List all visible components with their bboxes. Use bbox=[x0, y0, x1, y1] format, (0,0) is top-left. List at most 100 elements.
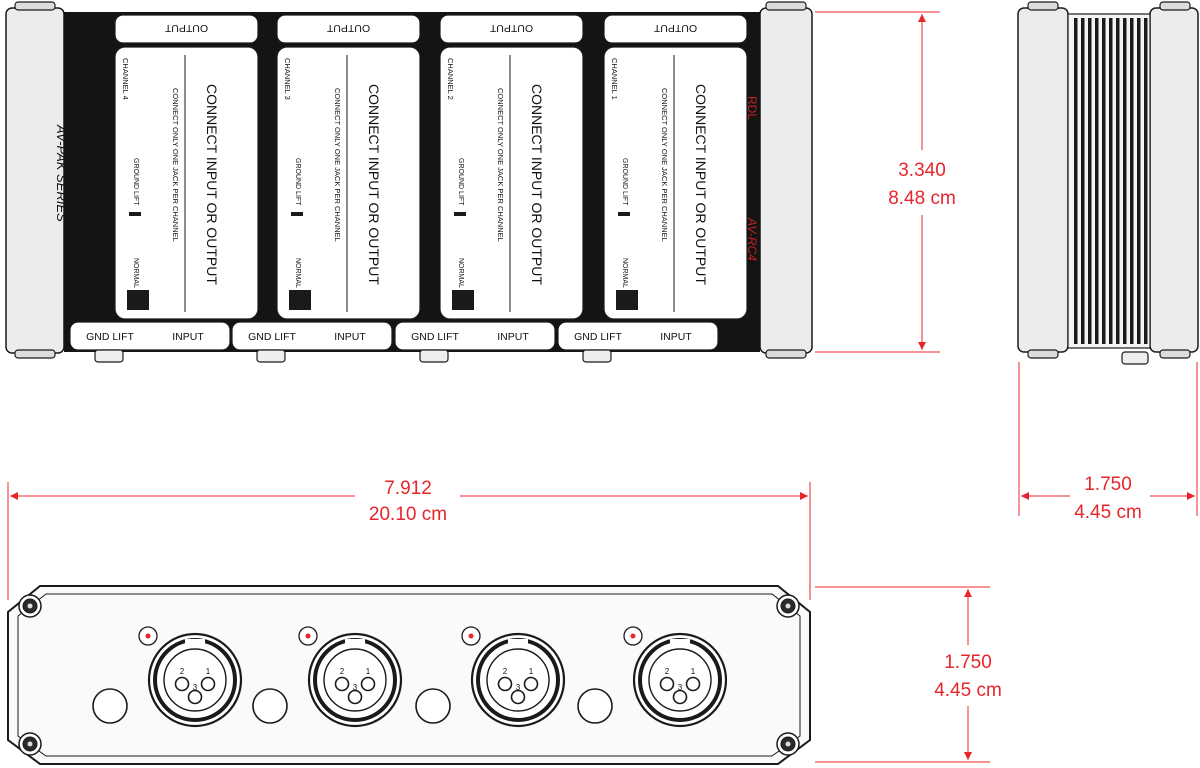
side-width-inches: 1.750 bbox=[1084, 474, 1132, 495]
pin-label: 3 bbox=[678, 683, 683, 692]
pin-label: 2 bbox=[180, 667, 185, 676]
left-rail-cap-bottom bbox=[14, 349, 56, 359]
height-inches: 3.340 bbox=[898, 160, 946, 181]
fin bbox=[1116, 18, 1120, 344]
bottom-foot bbox=[94, 349, 124, 363]
xlr-key-notch bbox=[185, 639, 205, 647]
screw-icon bbox=[776, 594, 800, 618]
xlr-pin bbox=[497, 676, 513, 692]
channel-name: CHANNEL 1 bbox=[610, 58, 619, 100]
bottom-foot bbox=[256, 349, 286, 363]
pin-label: 1 bbox=[529, 667, 534, 676]
side-cap-bl bbox=[1027, 349, 1059, 359]
bottom-tab bbox=[231, 321, 393, 351]
screw-icon bbox=[18, 594, 42, 618]
jack-note: CONNECT ONLY ONE JACK PER CHANNEL bbox=[171, 88, 180, 242]
side-view bbox=[1017, 1, 1199, 365]
ground-lift-label: GROUND LIFT bbox=[132, 158, 139, 206]
xlr-connector: 123 bbox=[415, 626, 566, 728]
channel-label-card bbox=[276, 46, 421, 320]
product-description: PROFESSIONAL LINE-LEVEL AUDIO DIVIDER / … bbox=[81, 55, 90, 276]
jack-note: CONNECT ONLY ONE JACK PER CHANNEL bbox=[333, 88, 342, 242]
input-label: INPUT bbox=[334, 331, 366, 343]
bottom-tab bbox=[394, 321, 556, 351]
connect-label: CONNECT INPUT OR OUTPUT bbox=[366, 84, 382, 285]
fin bbox=[1095, 18, 1099, 344]
heatsink-fins bbox=[1074, 18, 1148, 344]
side-cap-tr bbox=[1159, 1, 1191, 11]
normal-label: NORMAL bbox=[294, 258, 301, 288]
right-end-rail bbox=[759, 7, 813, 354]
dimension-length: 7.912 20.10 cm bbox=[7, 478, 811, 600]
channel-name: CHANNEL 2 bbox=[446, 58, 455, 100]
dimension-height: 3.340 8.48 cm bbox=[815, 11, 956, 353]
connect-label: CONNECT INPUT OR OUTPUT bbox=[529, 84, 545, 285]
output-label: OUTPUT bbox=[653, 22, 697, 34]
pin-label: 2 bbox=[340, 667, 345, 676]
screw-icon bbox=[18, 732, 42, 756]
bottom-tab bbox=[69, 321, 231, 351]
fin bbox=[1074, 18, 1078, 344]
channel-cards: OUTPUT CHANNEL 4 GROUND LIFT NORMAL CONNECT … bbox=[114, 14, 748, 320]
fin bbox=[1130, 18, 1134, 344]
switch-block bbox=[127, 290, 149, 310]
fin bbox=[1081, 18, 1085, 344]
pin-label: 3 bbox=[516, 683, 521, 692]
xlr-connector: 123 bbox=[577, 626, 728, 728]
fin bbox=[1137, 18, 1141, 344]
output-tab bbox=[276, 14, 421, 44]
fin bbox=[1088, 18, 1092, 344]
normal-label: NORMAL bbox=[457, 258, 464, 288]
brand-label: RDL bbox=[745, 96, 759, 120]
switch-marker bbox=[129, 212, 141, 216]
ground-lift-button bbox=[415, 688, 451, 724]
xlr-pin bbox=[187, 689, 203, 705]
ground-lift-button bbox=[92, 688, 128, 724]
normal-label: NORMAL bbox=[621, 258, 628, 288]
side-cap-tl bbox=[1027, 1, 1059, 11]
channel-name: CHANNEL 4 bbox=[121, 58, 130, 100]
output-label: OUTPUT bbox=[489, 22, 533, 34]
dimension-front-height: 1.750 4.45 cm bbox=[815, 586, 1002, 763]
pin-label: 3 bbox=[193, 683, 198, 692]
front-height-inches: 1.750 bbox=[944, 652, 992, 673]
front-height-cm: 4.45 cm bbox=[934, 680, 1002, 701]
output-tab bbox=[439, 14, 584, 44]
gnd-lift-label: GND LIFT bbox=[86, 331, 134, 343]
ground-lift-button bbox=[577, 688, 613, 724]
bottom-tab bbox=[557, 321, 719, 351]
side-right-rail bbox=[1149, 7, 1199, 353]
input-label: INPUT bbox=[660, 331, 692, 343]
dimension-side-width: 1.750 4.45 cm bbox=[1018, 362, 1198, 523]
xlr-key-notch bbox=[508, 639, 528, 647]
xlr-key-notch bbox=[345, 639, 365, 647]
normal-label: NORMAL bbox=[132, 258, 139, 288]
side-left-rail bbox=[1017, 7, 1069, 353]
fin bbox=[1144, 18, 1148, 344]
gnd-lift-label: GND LIFT bbox=[411, 331, 459, 343]
side-cap-br bbox=[1159, 349, 1191, 359]
pin-label: 3 bbox=[353, 683, 358, 692]
jack-note: CONNECT ONLY ONE JACK PER CHANNEL bbox=[660, 88, 669, 242]
channel-name: CHANNEL 3 bbox=[283, 58, 292, 100]
model-label: AV-RC4 bbox=[745, 217, 759, 261]
ground-lift-button bbox=[252, 688, 288, 724]
output-label: OUTPUT bbox=[164, 22, 208, 34]
screw-icon bbox=[776, 732, 800, 756]
xlr-pin bbox=[334, 676, 350, 692]
xlr-pin bbox=[347, 689, 363, 705]
switch-block bbox=[452, 290, 474, 310]
xlr-key-notch bbox=[670, 639, 690, 647]
left-rail-cap-top bbox=[14, 1, 56, 11]
height-cm: 8.48 cm bbox=[888, 188, 956, 209]
ground-lift-label: GROUND LIFT bbox=[294, 158, 301, 206]
series-name: AV-PAK SERIES bbox=[54, 124, 69, 222]
xlr-pin bbox=[685, 676, 701, 692]
xlr-pin bbox=[200, 676, 216, 692]
channel-label-card bbox=[603, 46, 748, 320]
